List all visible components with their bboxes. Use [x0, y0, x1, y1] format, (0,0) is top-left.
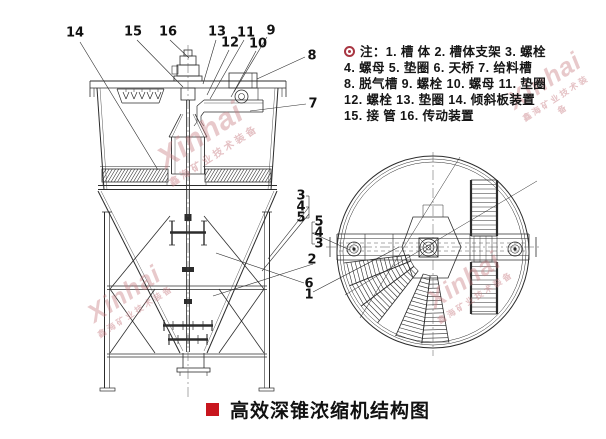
parts-legend: 注：1. 槽 体 2. 槽体支架 3. 螺栓 4. 螺母 5. 垫圈 6. 天桥…: [344, 44, 546, 124]
callout-label-8: 8: [307, 48, 317, 64]
legend-text: 8. 脱气槽 9. 螺栓 10. 螺母 11. 垫圈: [344, 77, 547, 91]
callout-label-9: 9: [266, 23, 276, 39]
rake-hub: [184, 214, 192, 221]
callout-label-7: 7: [308, 96, 318, 112]
callout-label-4: 4: [314, 225, 324, 241]
legend-line: 12. 螺栓 13. 垫圈 14. 倾斜板装置: [344, 92, 546, 108]
legend-text: 12. 螺栓 13. 垫圈 14. 倾斜板装置: [344, 93, 536, 107]
legend-text: 4. 螺母 5. 垫圈 6. 天桥 7. 给料槽: [344, 61, 533, 75]
legend-text: 注：1. 槽 体 2. 槽体支架 3. 螺栓: [360, 45, 546, 59]
inclined-plate-gratings: [469, 179, 499, 315]
callout-label-1: 1: [304, 287, 314, 303]
callout-label-5: 5: [314, 214, 324, 230]
note-marker-icon: [344, 46, 355, 57]
callout-label-4: 4: [296, 199, 306, 215]
callout-label-3: 3: [296, 188, 306, 204]
callout-label-14: 14: [65, 25, 85, 41]
drive-unit: [171, 49, 203, 101]
legend-text: 15. 接 管 16. 传动装置: [344, 109, 475, 123]
leader-lines: [79, 36, 400, 297]
callout-label-11: 11: [236, 25, 256, 41]
legend-line: 8. 脱气槽 9. 螺栓 10. 螺母 11. 垫圈: [344, 76, 546, 92]
feed-pipe-flange: [234, 89, 249, 104]
callout-label-6: 6: [304, 276, 314, 292]
side-view-drawing: [89, 49, 287, 392]
callout-label-10: 10: [248, 36, 268, 52]
callout-label-13: 13: [207, 24, 227, 40]
bridge-hub-right: [507, 241, 523, 257]
bridge-hub-left: [346, 241, 362, 257]
discharge-flange: [176, 367, 211, 373]
degassing-tank: [228, 72, 258, 89]
inclined-plate-left: [102, 169, 168, 182]
callout-label-3: 3: [314, 236, 324, 252]
legend-line: 15. 接 管 16. 传动装置: [344, 108, 546, 124]
callout-label-16: 16: [158, 24, 178, 40]
title-bullet-icon: [206, 403, 219, 416]
legend-line: 4. 螺母 5. 垫圈 6. 天桥 7. 给料槽: [344, 60, 546, 76]
figure-title: 高效深锥浓缩机结构图: [230, 401, 431, 422]
centerlines: [187, 45, 541, 397]
callout-label-15: 15: [123, 24, 143, 40]
top-view-drawing: [329, 155, 538, 349]
legend-line: 注：1. 槽 体 2. 槽体支架 3. 螺栓: [344, 44, 546, 60]
callout-label-12: 12: [220, 35, 240, 51]
callout-label-5: 5: [296, 210, 306, 226]
center-shaft-flange: [418, 237, 439, 258]
figure-title-row: 高效深锥浓缩机结构图: [206, 396, 430, 423]
callout-label-2: 2: [307, 252, 317, 268]
